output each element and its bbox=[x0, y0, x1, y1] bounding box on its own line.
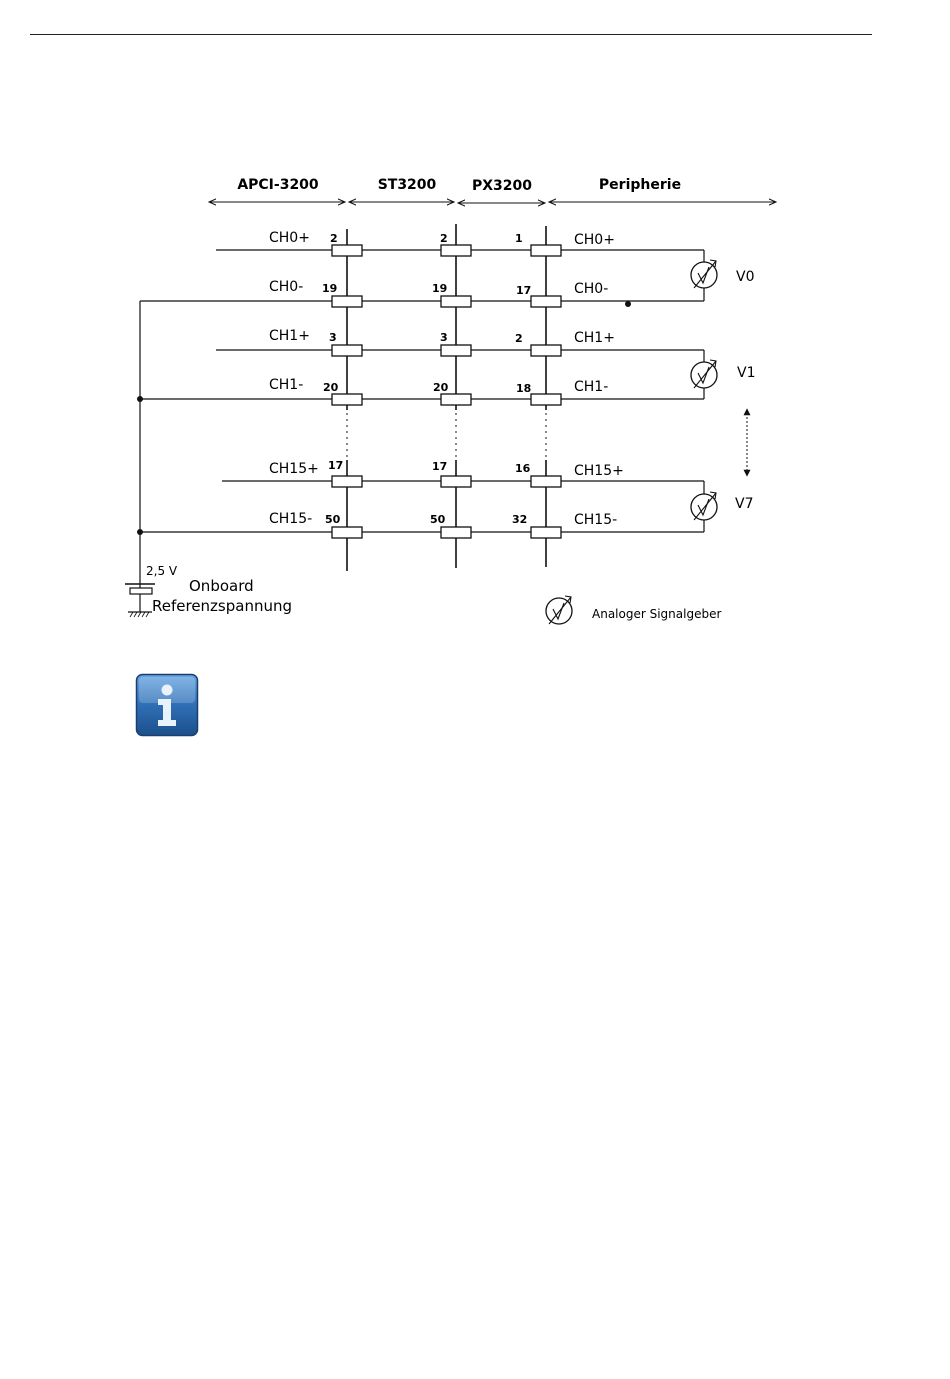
right-label: CH0+ bbox=[574, 232, 615, 248]
onboard-reference: 2,5 V Onboard Referenzspannung bbox=[125, 564, 292, 617]
pin-apci: 50 bbox=[325, 513, 341, 526]
left-label: CH1+ bbox=[269, 328, 310, 344]
source-label: V1 bbox=[737, 365, 755, 381]
pin-px: 2 bbox=[515, 332, 523, 345]
right-label: CH1+ bbox=[574, 330, 615, 346]
right-label: CH15- bbox=[574, 512, 617, 528]
source-label: V0 bbox=[736, 269, 754, 285]
reference-voltage: 2,5 V bbox=[146, 564, 178, 578]
analog-source-icon bbox=[691, 360, 717, 388]
source-label: V7 bbox=[735, 496, 753, 512]
analog-source-icon bbox=[546, 596, 572, 624]
analog-source-icon bbox=[691, 260, 717, 288]
signal-wires bbox=[140, 250, 704, 585]
legend: Analoger Signalgeber bbox=[546, 596, 721, 624]
header-st: ST3200 bbox=[378, 177, 437, 193]
pin-st: 19 bbox=[432, 282, 447, 295]
pin-st: 20 bbox=[433, 381, 449, 394]
right-label: CH0- bbox=[574, 281, 608, 297]
legend-label: Analoger Signalgeber bbox=[592, 607, 721, 621]
info-icon bbox=[135, 673, 199, 737]
header-px: PX3200 bbox=[472, 178, 532, 194]
reference-line1: Onboard bbox=[189, 577, 254, 595]
junction-dots bbox=[137, 301, 631, 535]
pin-apci: 20 bbox=[323, 381, 339, 394]
analog-source-icon bbox=[691, 492, 717, 520]
pin-st: 2 bbox=[440, 232, 448, 245]
section-span-arrows bbox=[209, 202, 776, 203]
pin-apci: 3 bbox=[329, 331, 337, 344]
header-peripherie: Peripherie bbox=[599, 177, 681, 193]
pin-st: 3 bbox=[440, 331, 448, 344]
pin-px: 17 bbox=[516, 284, 531, 297]
pin-px: 32 bbox=[512, 513, 527, 526]
left-label: CH1- bbox=[269, 377, 303, 393]
right-channel-labels: CH0+ CH0- CH1+ CH1- CH15+ CH15- bbox=[574, 232, 624, 528]
left-label: CH15+ bbox=[269, 461, 319, 477]
pin-apci: 19 bbox=[322, 282, 337, 295]
left-channel-labels: CH0+ CH0- CH1+ CH1- CH15+ CH15- bbox=[269, 230, 319, 527]
left-label: CH15- bbox=[269, 511, 312, 527]
pin-px: 16 bbox=[515, 462, 531, 475]
pin-px: 1 bbox=[515, 232, 523, 245]
header-apci: APCI-3200 bbox=[237, 177, 319, 193]
wiring-diagram: APCI-3200 ST3200 PX3200 Peripherie bbox=[0, 0, 950, 760]
left-label: CH0- bbox=[269, 279, 303, 295]
left-label: CH0+ bbox=[269, 230, 310, 246]
section-headers: APCI-3200 ST3200 PX3200 Peripherie bbox=[237, 177, 681, 194]
pin-apci: 17 bbox=[328, 459, 343, 472]
right-label: CH1- bbox=[574, 379, 608, 395]
pin-st: 17 bbox=[432, 460, 447, 473]
pin-apci: 2 bbox=[330, 232, 338, 245]
pin-st: 50 bbox=[430, 513, 446, 526]
pin-px: 18 bbox=[516, 382, 531, 395]
reference-line2: Referenzspannung bbox=[152, 597, 292, 615]
right-label: CH15+ bbox=[574, 463, 624, 479]
connector-continuation-dots bbox=[347, 413, 546, 458]
